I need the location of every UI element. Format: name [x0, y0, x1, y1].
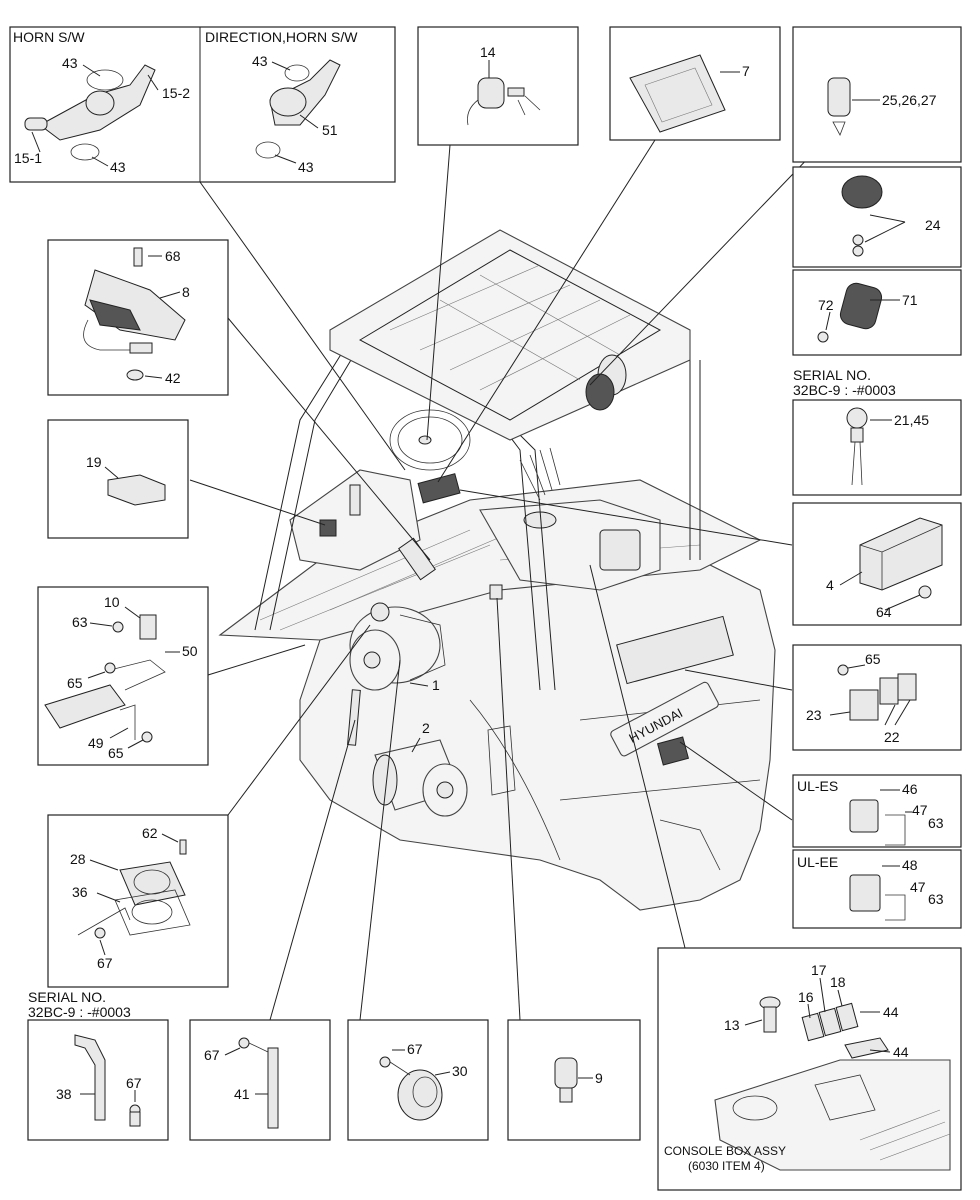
- label-63a: 63: [72, 614, 88, 630]
- label-36: 36: [72, 884, 88, 900]
- label-62: 62: [142, 825, 158, 841]
- motor-1: [349, 602, 446, 691]
- label-25-26-27: 25,26,27: [882, 92, 937, 108]
- switch-19-box: 19: [47, 419, 189, 539]
- label-13: 13: [724, 1017, 740, 1033]
- horn-sw-header: HORN S/W: [13, 29, 85, 45]
- label-65c: 65: [865, 651, 881, 667]
- label-63c: 63: [928, 891, 944, 907]
- label-50: 50: [182, 643, 198, 659]
- label-16: 16: [798, 989, 814, 1005]
- switch-21-45-group: SERIAL NO. 32BC-9 : -#0003 21,45: [792, 367, 962, 496]
- fan-box: 62 28 36 67: [47, 814, 229, 988]
- label-24: 24: [925, 217, 941, 233]
- sensor-bracket-box: 10 63 50 65 49 65: [37, 586, 209, 766]
- label-23: 23: [806, 707, 822, 723]
- serial-2-line1: SERIAL NO.: [28, 989, 106, 1005]
- label-8: 8: [182, 284, 190, 300]
- ul-es-box: UL-ES 46 47 63: [792, 774, 962, 848]
- direction-horn-sw-header: DIRECTION,HORN S/W: [205, 29, 358, 45]
- label-18: 18: [830, 974, 846, 990]
- label-72: 72: [818, 297, 834, 313]
- ul-ee-box: UL-EE 48 47 63: [792, 849, 962, 929]
- leader-lines: [189, 124, 841, 1021]
- motor-2: [372, 739, 468, 817]
- strip-41-box: 67 41: [189, 1019, 331, 1141]
- serial-2-line2: 32BC-9 : -#0003: [28, 1004, 131, 1020]
- accelerator-pedal-box: 68 8 42: [47, 239, 229, 396]
- label-43a: 43: [62, 55, 78, 71]
- label-68: 68: [165, 248, 181, 264]
- key-switch-box: 14: [417, 26, 579, 146]
- bracket-38-group: SERIAL NO. 32BC-9 : -#0003 38 67: [27, 989, 169, 1141]
- label-67c: 67: [204, 1047, 220, 1063]
- label-46: 46: [902, 781, 918, 797]
- label-41: 41: [234, 1086, 250, 1102]
- label-15-1: 15-1: [14, 150, 42, 166]
- pressure-switch-box: 9: [507, 1019, 641, 1141]
- console-box-ref: (6030 ITEM 4): [688, 1159, 765, 1173]
- console-box-title: CONSOLE BOX ASSY: [664, 1144, 786, 1158]
- label-14: 14: [480, 44, 496, 60]
- relay-box: 65 23 22: [792, 644, 962, 751]
- label-43b: 43: [110, 159, 126, 175]
- ul-es-header: UL-ES: [797, 778, 838, 794]
- label-4: 4: [826, 577, 834, 593]
- sensor-30-box: 67 30: [347, 1019, 489, 1141]
- display-box: 7: [609, 26, 781, 141]
- label-38: 38: [56, 1086, 72, 1102]
- label-67d: 67: [407, 1041, 423, 1057]
- serial-1-line1: SERIAL NO.: [793, 367, 871, 383]
- label-17: 17: [811, 962, 827, 978]
- label-65a: 65: [67, 675, 83, 691]
- work-lamp-box: 24: [792, 166, 962, 268]
- serial-1-line2: 32BC-9 : -#0003: [793, 382, 896, 398]
- label-2: 2: [422, 720, 430, 736]
- horn-switch-box: HORN S/W DIRECTION,HORN S/W 43 15-2 15-1…: [9, 26, 396, 183]
- label-63b: 63: [928, 815, 944, 831]
- label-42: 42: [165, 370, 181, 386]
- label-30: 30: [452, 1063, 468, 1079]
- label-15-2: 15-2: [162, 85, 190, 101]
- label-47a: 47: [912, 802, 928, 818]
- label-49: 49: [88, 735, 104, 751]
- rear-lamp-box: 71 72: [792, 269, 962, 356]
- label-22: 22: [884, 729, 900, 745]
- label-48: 48: [902, 857, 918, 873]
- label-51: 51: [322, 122, 338, 138]
- controller-box: 4 64: [792, 502, 962, 626]
- label-28: 28: [70, 851, 86, 867]
- console-box-assy: 17 18 16 13 44 44 CONSOLE BOX ASSY (6030…: [657, 947, 962, 1191]
- label-64: 64: [876, 604, 892, 620]
- label-44b: 44: [893, 1044, 909, 1060]
- forklift-body: HYUNDAI: [218, 229, 776, 911]
- label-10: 10: [104, 594, 120, 610]
- beacon-box: 25,26,27: [792, 26, 962, 163]
- ul-ee-header: UL-EE: [797, 854, 838, 870]
- label-65b: 65: [108, 745, 124, 761]
- label-19: 19: [86, 454, 102, 470]
- label-67b: 67: [126, 1075, 142, 1091]
- label-9: 9: [595, 1070, 603, 1086]
- label-71: 71: [902, 292, 918, 308]
- label-47b: 47: [910, 879, 926, 895]
- label-67a: 67: [97, 955, 113, 971]
- label-7: 7: [742, 63, 750, 79]
- label-43c: 43: [252, 53, 268, 69]
- label-43d: 43: [298, 159, 314, 175]
- label-21-45: 21,45: [894, 412, 929, 428]
- label-1: 1: [432, 677, 440, 693]
- label-44a: 44: [883, 1004, 899, 1020]
